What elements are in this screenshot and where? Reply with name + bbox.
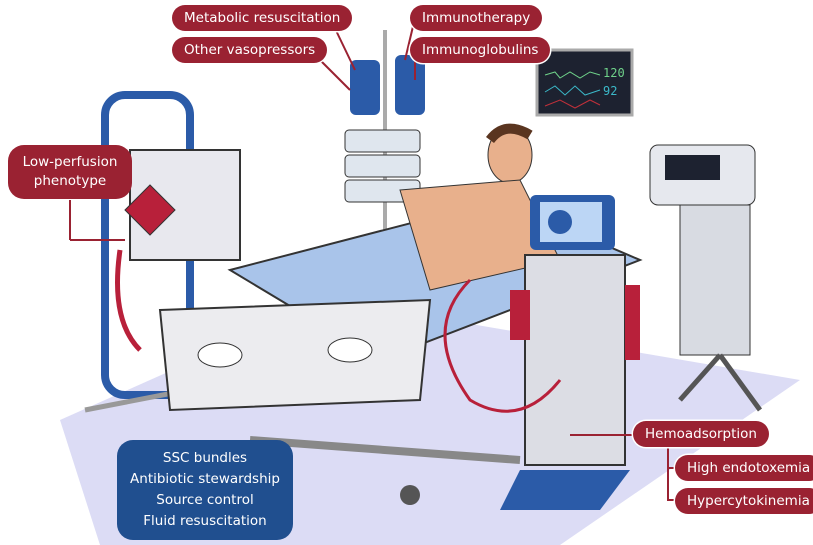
label-high-endotoxemia: High endotoxemia: [675, 455, 813, 481]
care-item: Antibiotic stewardship: [130, 471, 280, 487]
hemoadsorption-machine: [443, 195, 640, 510]
infusion-pumps: [344, 30, 425, 240]
label-line: Low-perfusion: [22, 154, 118, 170]
label-line: phenotype: [33, 173, 107, 189]
ventilator: [649, 144, 763, 412]
label-other-vasopressors: Other vasopressors: [172, 37, 328, 63]
care-item: SSC bundles: [162, 450, 248, 466]
care-item: Fluid resuscitation: [143, 513, 267, 529]
care-item: Source control: [156, 492, 254, 508]
standard-care-box: SSC bundles Antibiotic stewardship Sourc…: [117, 440, 293, 540]
label-metabolic-resuscitation: Metabolic resuscitation: [172, 5, 353, 31]
vital-monitor: [535, 48, 634, 117]
label-hemoadsorption: Hemoadsorption: [633, 421, 769, 447]
label-low-perfusion-phenotype: Low-perfusion phenotype: [8, 145, 132, 199]
label-immunotherapy: Immunotherapy: [410, 5, 543, 31]
label-immunoglobulins: Immunoglobulins: [410, 37, 551, 63]
spo2-readout: 92: [603, 84, 618, 98]
patient: [399, 123, 561, 291]
label-hypercytokinemia: Hypercytokinemia: [675, 488, 813, 514]
ecmo-cart: [84, 91, 241, 413]
heart-rate-readout: 120: [603, 66, 625, 80]
